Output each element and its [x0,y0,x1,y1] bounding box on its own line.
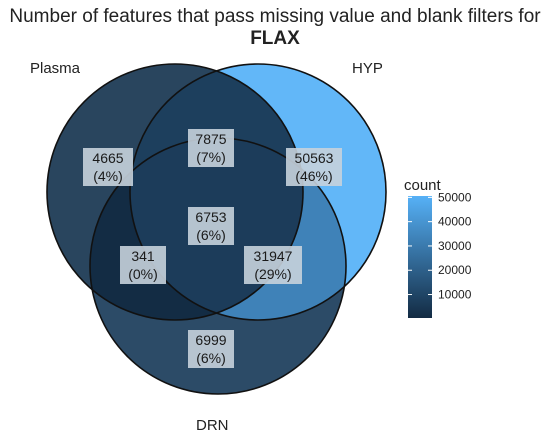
label-hyp-drn: 31947 (29%) [244,246,302,284]
chart-title-line2: FLAX [250,28,300,49]
count-all-three: 6753 [195,209,226,225]
legend-tick-label: 40000 [438,215,472,229]
pct-hyp-only: (46%) [295,168,332,184]
set-label-plasma: Plasma [30,60,81,77]
label-drn-only: 6999 (6%) [188,330,234,368]
count-plasma-hyp: 7875 [195,131,226,147]
legend-title: count [404,177,442,194]
set-label-drn: DRN [196,417,229,434]
chart-title-line1: Number of features that pass missing val… [9,6,541,27]
legend-colorbar [408,196,432,318]
count-hyp-drn: 31947 [254,248,293,264]
pct-all-three: (6%) [196,227,226,243]
set-label-hyp: HYP [352,60,383,77]
circle-hyp-outline [129,63,387,321]
circle-plasma-outline [46,63,304,321]
legend-tick-label: 20000 [438,263,472,277]
pct-plasma-drn: (0%) [128,266,158,282]
legend-tick-label: 10000 [438,288,472,302]
label-all-three: 6753 (6%) [188,207,234,245]
color-legend: count 50000 40000 30000 20000 10000 [404,177,472,318]
count-drn-only: 6999 [195,332,226,348]
label-hyp-only: 50563 (46%) [286,148,342,186]
pct-drn-only: (6%) [196,350,226,366]
pct-hyp-drn: (29%) [254,266,291,282]
label-plasma-only: 4665 (4%) [83,148,133,186]
region-all-three [130,138,303,320]
pct-plasma-only: (4%) [93,168,123,184]
count-plasma-drn: 341 [131,248,155,264]
count-hyp-only: 50563 [295,150,334,166]
legend-tick-label: 50000 [438,190,472,204]
pct-plasma-hyp: (7%) [196,149,226,165]
label-plasma-drn: 341 (0%) [120,246,166,284]
count-plasma-only: 4665 [92,150,123,166]
label-plasma-hyp: 7875 (7%) [188,129,234,167]
legend-tick-label: 30000 [438,239,472,253]
